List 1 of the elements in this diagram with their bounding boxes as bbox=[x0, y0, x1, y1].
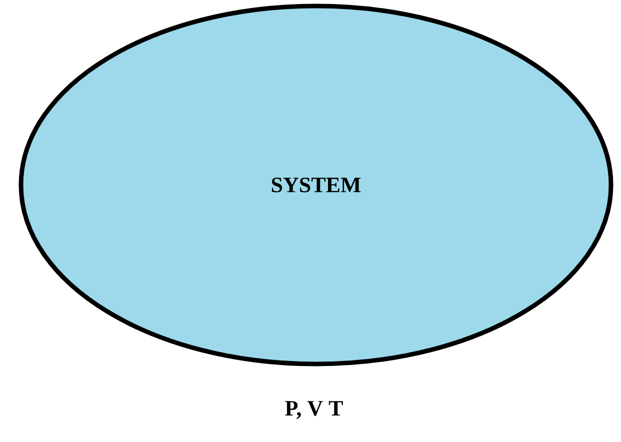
state-label: P, V T bbox=[285, 401, 343, 419]
